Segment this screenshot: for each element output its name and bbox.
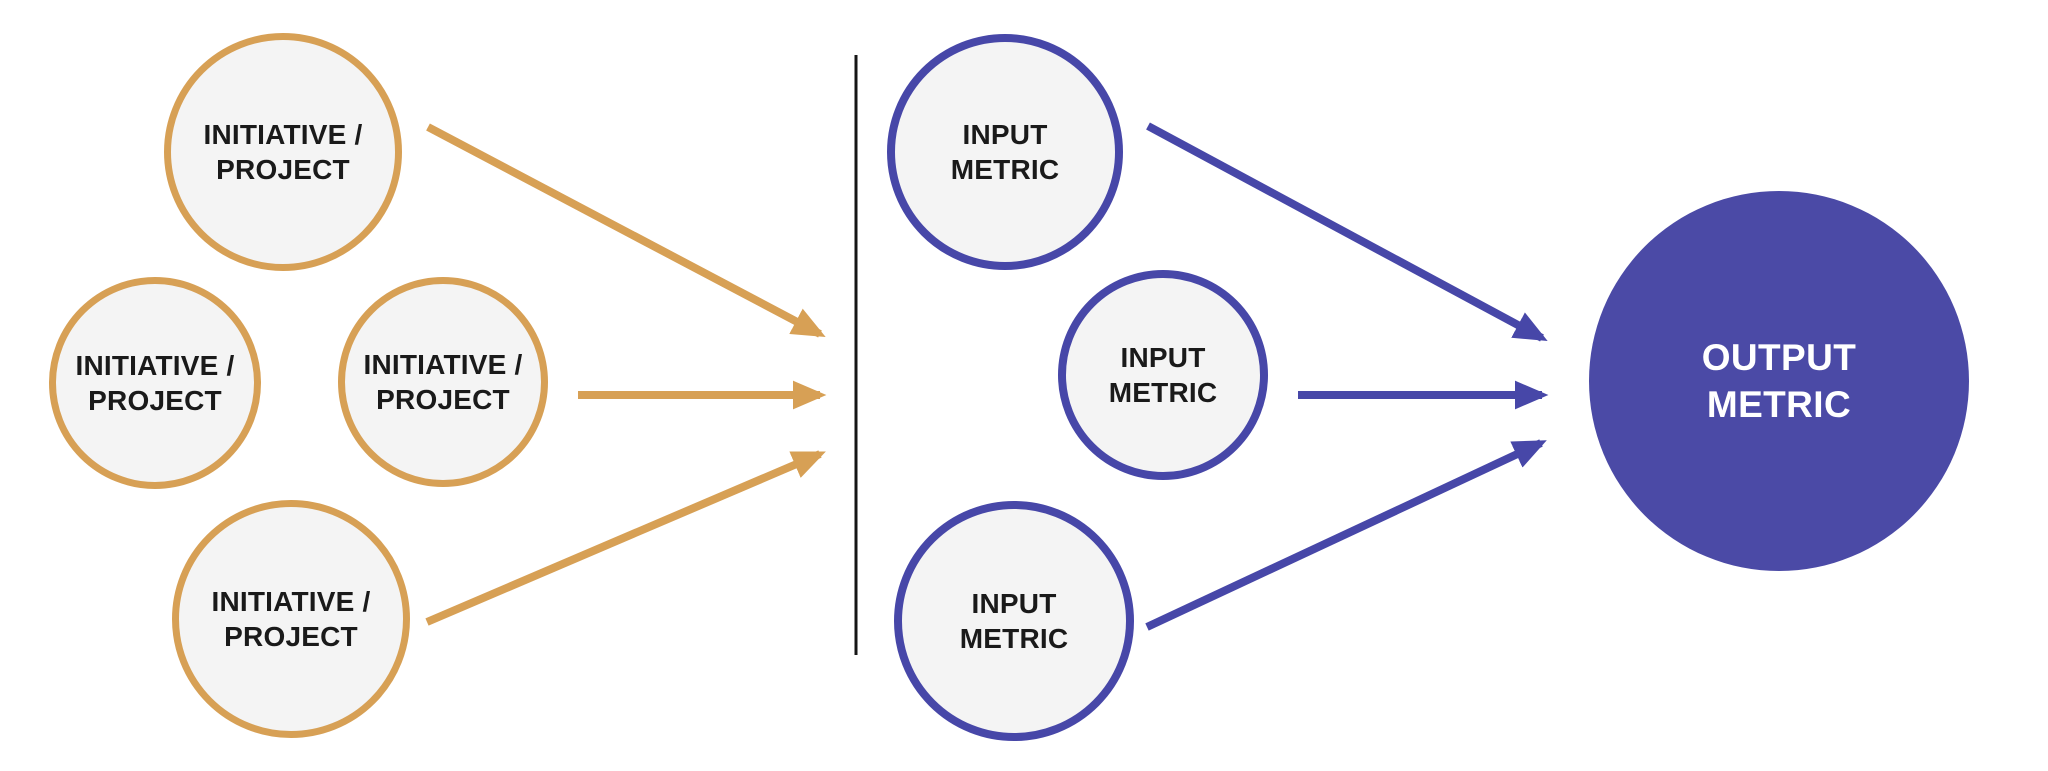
input-metric-circle-2-label: INPUT METRIC bbox=[1108, 342, 1218, 408]
initiative-circle-3-label: INITIATIVE / PROJECT bbox=[363, 349, 523, 415]
initiative-circle-4: INITIATIVE / PROJECT bbox=[172, 500, 410, 738]
input-metric-circle-1-label: INPUT METRIC bbox=[950, 119, 1060, 185]
initiative-circle-4-label: INITIATIVE / PROJECT bbox=[211, 586, 371, 652]
initiative-arrow-1 bbox=[426, 123, 826, 338]
input-metric-circle-3: INPUT METRIC bbox=[894, 501, 1134, 741]
input-metric-circle-3-label: INPUT METRIC bbox=[959, 588, 1069, 654]
initiative-arrow-3 bbox=[425, 450, 826, 626]
output-metric-circle: OUTPUT METRIC bbox=[1589, 191, 1969, 571]
initiative-circle-2: INITIATIVE / PROJECT bbox=[49, 277, 261, 489]
input-metric-circle-2: INPUT METRIC bbox=[1058, 270, 1268, 480]
initiative-circle-3: INITIATIVE / PROJECT bbox=[338, 277, 548, 487]
input-metric-arrow-1 bbox=[1146, 122, 1548, 342]
input-metric-arrow-3 bbox=[1145, 439, 1547, 631]
initiative-circle-1: INITIATIVE / PROJECT bbox=[164, 33, 402, 271]
initiative-circle-1-label: INITIATIVE / PROJECT bbox=[203, 119, 363, 185]
initiative-circle-2-label: INITIATIVE / PROJECT bbox=[75, 350, 235, 416]
input-metric-circle-1: INPUT METRIC bbox=[887, 34, 1123, 270]
output-metric-circle-label: OUTPUT METRIC bbox=[1701, 336, 1857, 425]
